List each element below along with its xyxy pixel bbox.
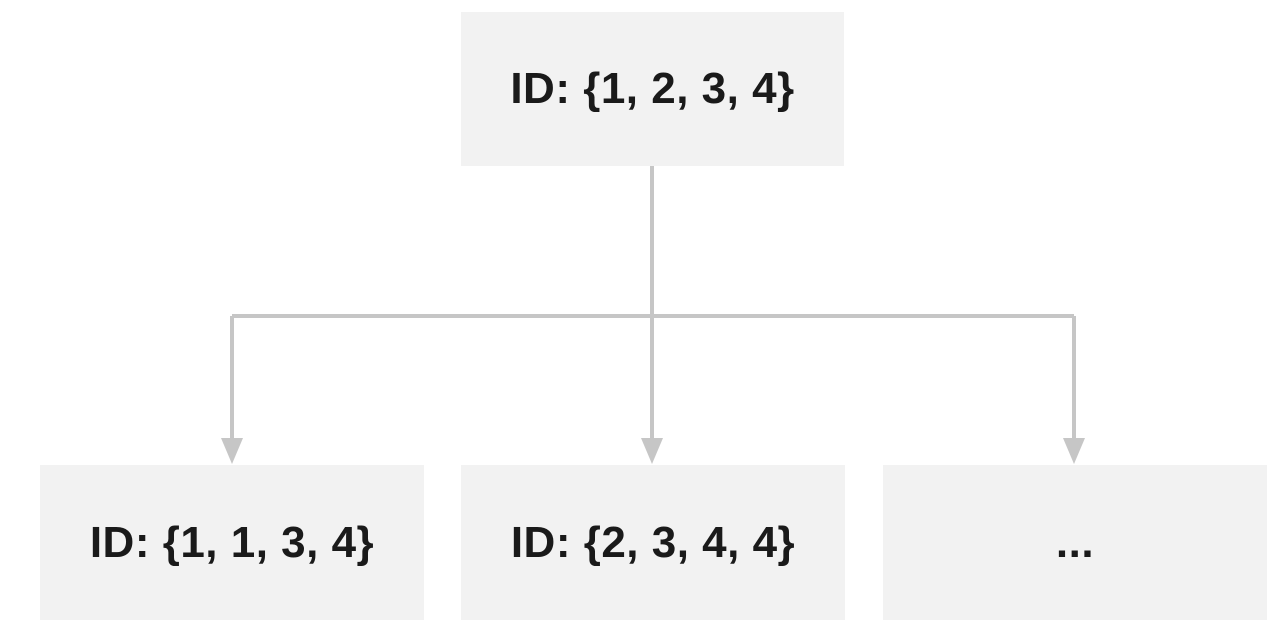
child-node-label: ID: {2, 3, 4, 4} [510, 517, 796, 567]
arrowhead-child-1 [641, 438, 663, 464]
child-node: ID: {2, 3, 4, 4} [461, 465, 845, 620]
ellipsis-label: ... [1055, 517, 1095, 567]
arrowhead-child-2 [1063, 438, 1085, 464]
arrowhead-child-0 [221, 438, 243, 464]
root-node-label: ID: {1, 2, 3, 4} [510, 64, 795, 113]
child-node: ID: {1, 1, 3, 4} [40, 465, 424, 620]
child-node-label: ID: {1, 1, 3, 4} [89, 517, 375, 567]
root-node: ID: {1, 2, 3, 4} [461, 12, 844, 166]
child-node-ellipsis: ... [883, 465, 1267, 620]
